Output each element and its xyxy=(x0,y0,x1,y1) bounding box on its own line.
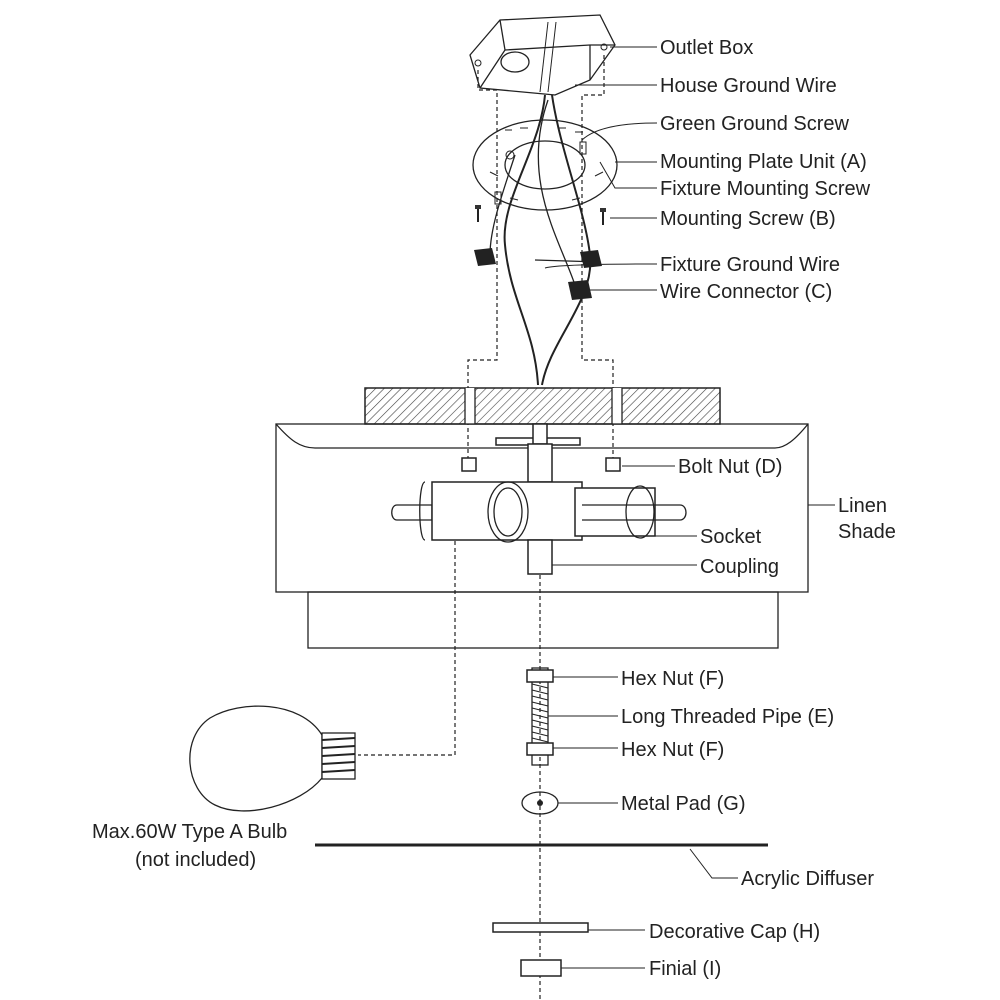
wire-connector-right xyxy=(580,250,602,268)
label-mounting-plate-unit: Mounting Plate Unit (A) xyxy=(660,151,867,173)
label-acrylic-diffuser: Acrylic Diffuser xyxy=(741,868,874,890)
wire-connector-left xyxy=(474,248,496,266)
label-socket: Socket xyxy=(700,526,762,548)
finial xyxy=(520,959,562,977)
label-coupling: Coupling xyxy=(700,556,779,578)
label-fixture-mounting-screw: Fixture Mounting Screw xyxy=(660,178,871,200)
alignment-lines xyxy=(358,55,614,1000)
mounting-plate xyxy=(472,119,618,211)
center-rod xyxy=(495,423,581,483)
label-outlet-box: Outlet Box xyxy=(660,37,753,59)
hex-nut-bottom xyxy=(526,742,554,756)
outlet-box xyxy=(469,14,616,96)
label-house-ground-wire: House Ground Wire xyxy=(660,75,837,97)
bolt-nut-right xyxy=(605,457,621,472)
label-decorative-cap: Decorative Cap (H) xyxy=(649,921,820,943)
leader-lines xyxy=(544,46,835,969)
bolt-nut-left xyxy=(461,457,477,472)
label-linen-shade-line2: Shade xyxy=(838,521,896,543)
label-fixture-ground-wire: Fixture Ground Wire xyxy=(660,254,840,276)
coupling xyxy=(527,539,553,575)
mounting-screw-right xyxy=(600,208,606,225)
label-wire-connector: Wire Connector (C) xyxy=(660,281,832,303)
label-bulb-line1: Max.60W Type A Bulb xyxy=(92,821,287,843)
label-hex-nut-top: Hex Nut (F) xyxy=(621,668,724,690)
wire-connector-lower xyxy=(568,280,592,300)
label-hex-nut-bottom: Hex Nut (F) xyxy=(621,739,724,761)
label-metal-pad: Metal Pad (G) xyxy=(621,793,745,815)
label-green-ground-screw: Green Ground Screw xyxy=(660,113,850,135)
label-finial: Finial (I) xyxy=(649,958,721,980)
label-mounting-screw: Mounting Screw (B) xyxy=(660,208,836,230)
decorative-cap xyxy=(492,922,589,933)
canopy xyxy=(364,387,721,425)
mounting-screw-left xyxy=(475,205,481,222)
label-linen-shade-line1: Linen xyxy=(838,495,887,517)
label-bolt-nut: Bolt Nut (D) xyxy=(678,456,782,478)
light-bulb xyxy=(189,705,356,812)
label-long-threaded-pipe: Long Threaded Pipe (E) xyxy=(621,706,834,728)
hex-nut-top xyxy=(526,669,554,683)
socket-assembly xyxy=(391,481,687,543)
label-bulb-line2: (not included) xyxy=(135,849,256,871)
